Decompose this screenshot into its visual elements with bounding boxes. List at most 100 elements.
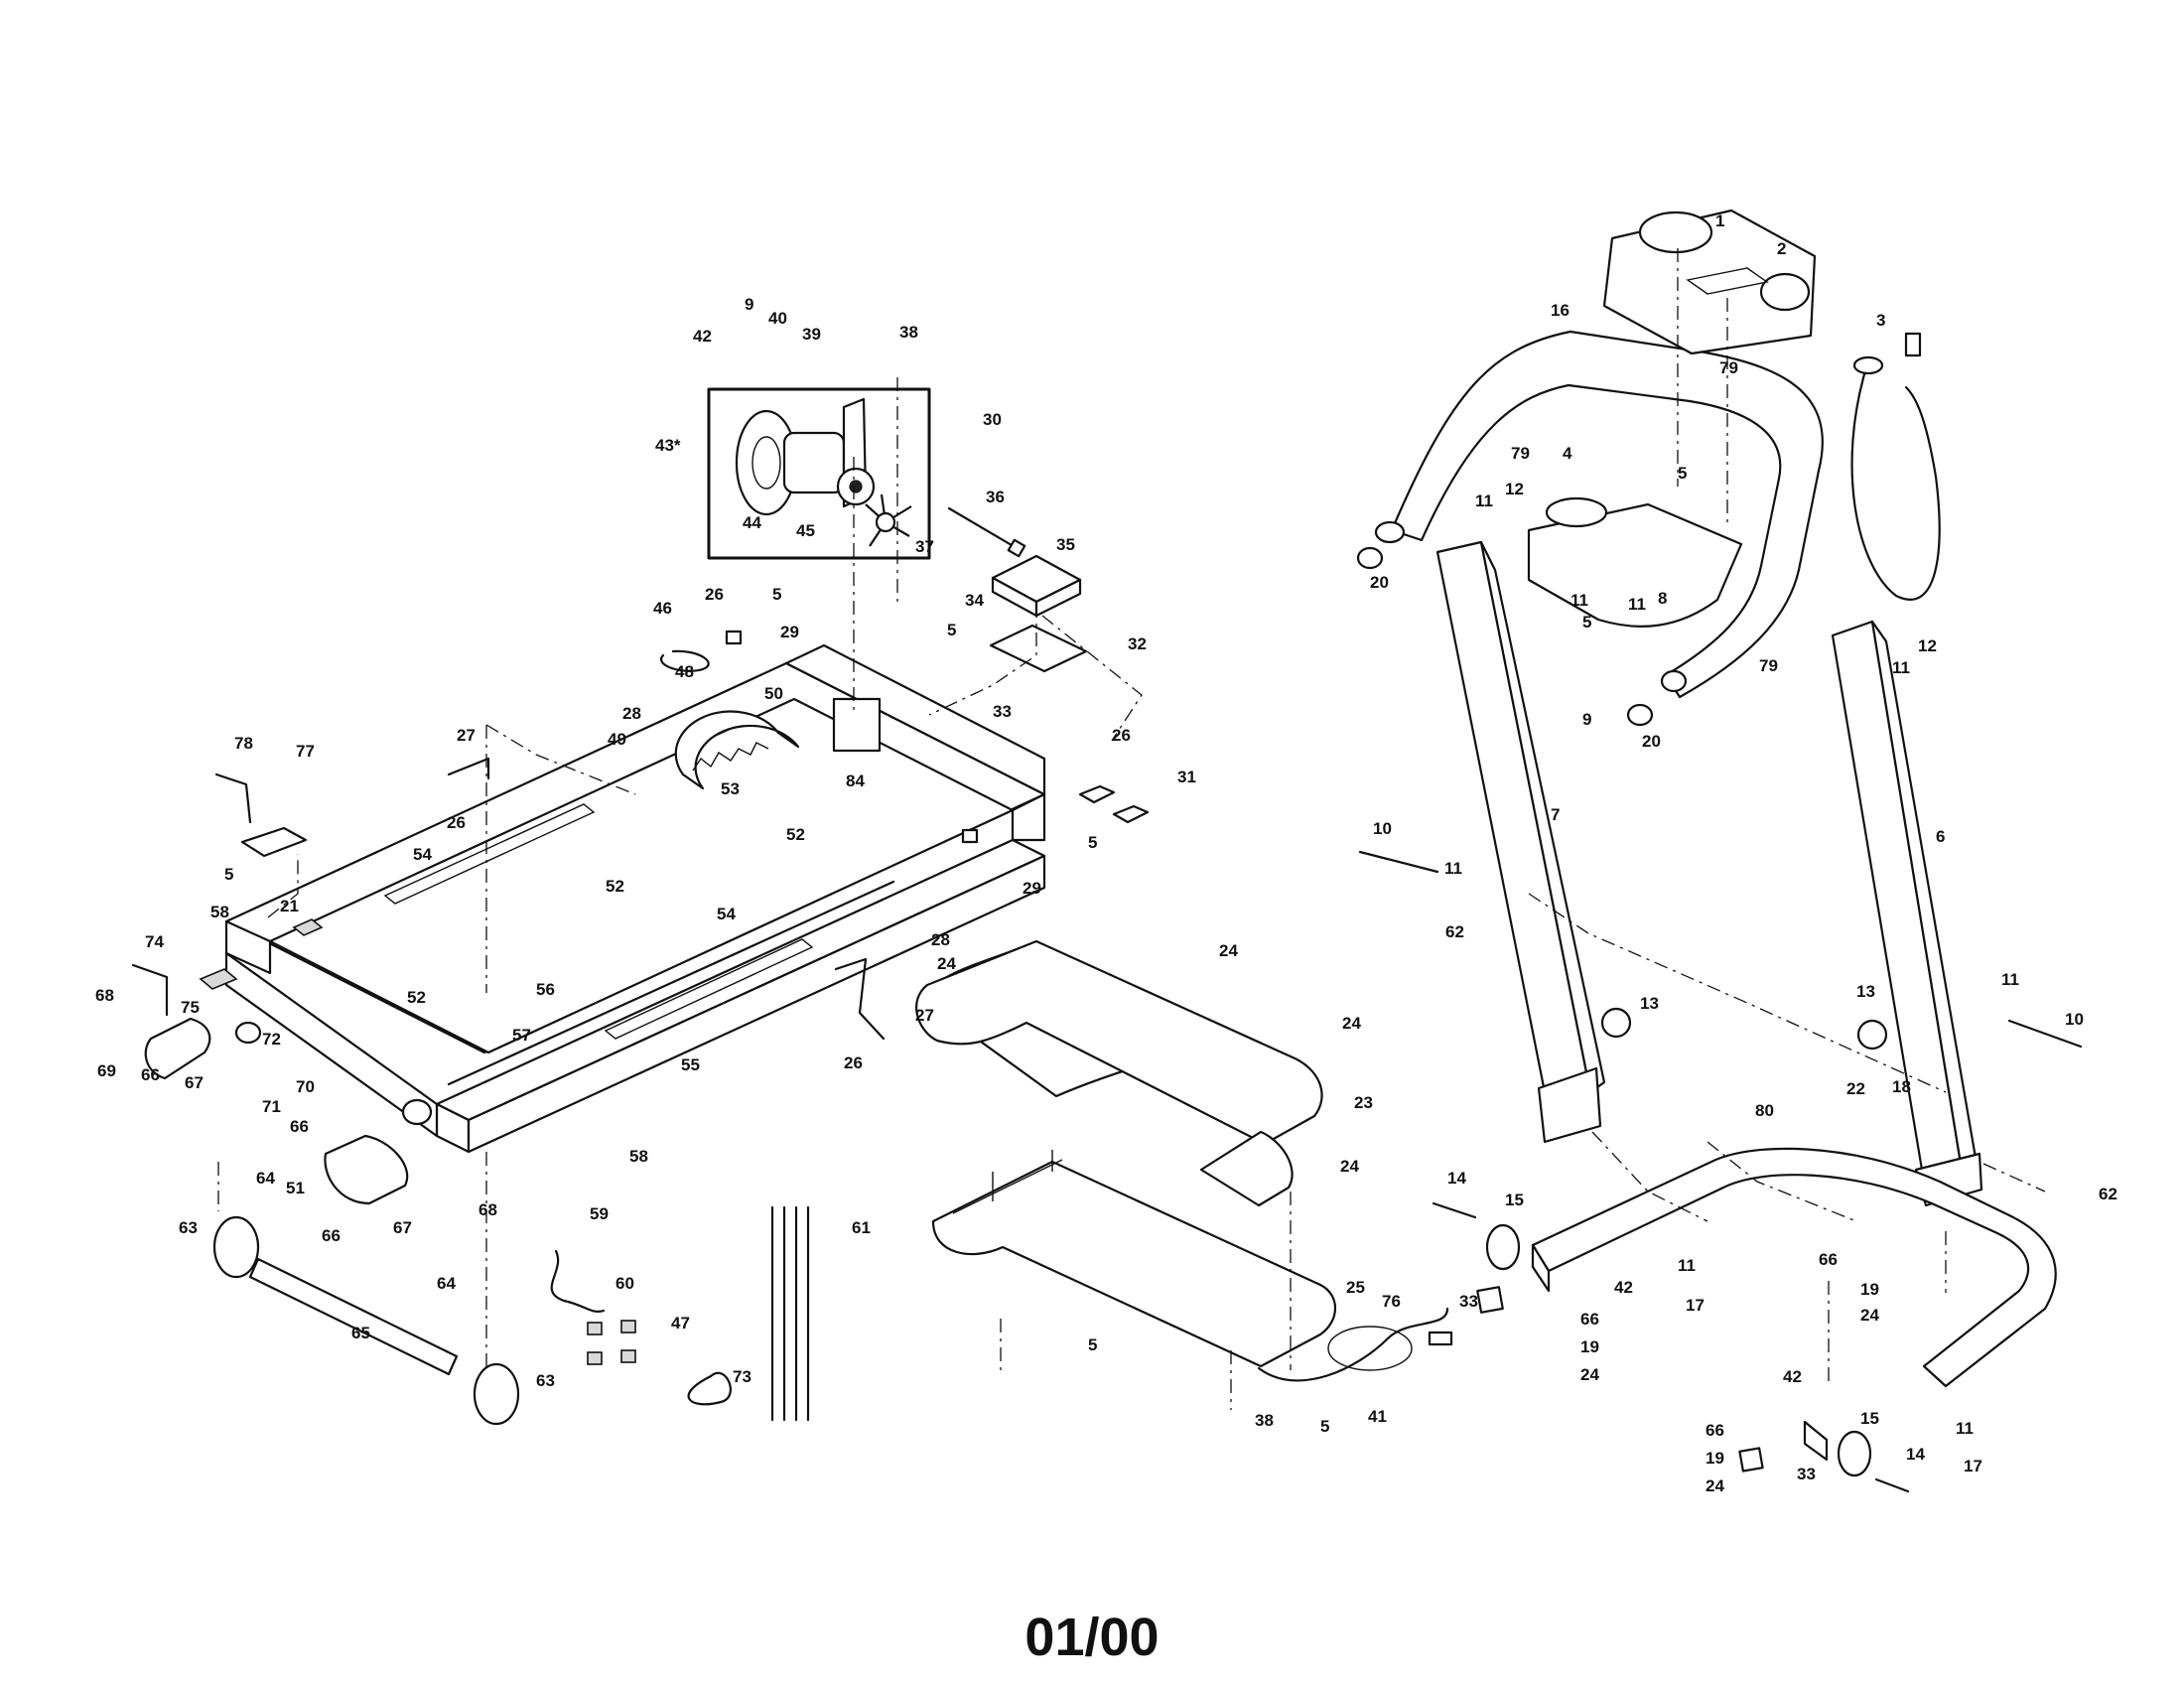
part-callout-45-63: 45 xyxy=(796,521,815,540)
part-callout-5-7: 5 xyxy=(1678,464,1687,483)
part-callout-17-36: 17 xyxy=(1686,1296,1705,1315)
deck-frame xyxy=(224,643,1046,1154)
part-callout-80-31: 80 xyxy=(1755,1101,1774,1120)
part-callout-27-112: 27 xyxy=(915,1006,934,1025)
part-callout-66-39: 66 xyxy=(1580,1310,1599,1329)
part-callout-46-68: 46 xyxy=(653,599,672,618)
part-callout-48-72: 48 xyxy=(675,662,694,681)
part-callout-8-13: 8 xyxy=(1658,589,1667,608)
part-callout-24-117: 24 xyxy=(1340,1157,1359,1176)
part-callout-12-9: 12 xyxy=(1505,480,1524,498)
part-callout-42-45: 42 xyxy=(1783,1367,1802,1386)
part-callout-2-1: 2 xyxy=(1777,239,1786,258)
part-callout-53-80: 53 xyxy=(721,779,740,798)
part-callout-69-103: 69 xyxy=(97,1061,116,1080)
part-callout-38-58: 38 xyxy=(899,323,918,342)
part-callout-19-40: 19 xyxy=(1580,1337,1599,1356)
part-callout-68-120: 68 xyxy=(478,1200,497,1219)
part-callout-24-114: 24 xyxy=(1219,941,1238,960)
part-callout-6-21: 6 xyxy=(1936,827,1945,846)
part-callout-66-47: 66 xyxy=(1706,1421,1724,1440)
part-callout-33-50: 33 xyxy=(1797,1465,1816,1483)
part-callout-72-101: 72 xyxy=(262,1030,281,1049)
part-callout-26-69: 26 xyxy=(705,585,724,604)
part-callout-20-16: 20 xyxy=(1370,573,1389,592)
part-callout-31-79: 31 xyxy=(1177,768,1196,786)
part-callout-3-2: 3 xyxy=(1876,311,1885,330)
part-callout-19-48: 19 xyxy=(1706,1449,1724,1468)
part-callout-11-10: 11 xyxy=(1570,591,1588,610)
part-callout-33-37: 33 xyxy=(1459,1292,1478,1311)
part-callout-63-131: 63 xyxy=(536,1371,555,1390)
part-callout-38-135: 38 xyxy=(1255,1411,1274,1430)
part-callout-54-94: 54 xyxy=(717,905,736,923)
part-callout-50-73: 50 xyxy=(764,684,783,703)
motor-hood xyxy=(915,939,1336,1368)
part-callout-66-42: 66 xyxy=(1819,1250,1838,1269)
part-callout-57-100: 57 xyxy=(512,1026,531,1045)
part-callout-23-116: 23 xyxy=(1354,1093,1373,1112)
part-callout-29-84: 29 xyxy=(1023,879,1041,898)
part-callout-54-89: 54 xyxy=(413,845,432,864)
part-callout-29-71: 29 xyxy=(780,623,799,641)
part-callout-17-53: 17 xyxy=(1964,1457,1982,1475)
part-callout-78-85: 78 xyxy=(234,734,253,753)
part-callout-19-43: 19 xyxy=(1860,1280,1879,1299)
part-callout-14-33: 14 xyxy=(1447,1169,1466,1188)
part-callout-24-44: 24 xyxy=(1860,1306,1879,1325)
part-callout-64-118: 64 xyxy=(256,1169,275,1188)
part-callout-77-86: 77 xyxy=(296,742,315,761)
part-callout-27-87: 27 xyxy=(457,726,476,745)
part-callout-52-82: 52 xyxy=(786,825,805,844)
upright-assembly xyxy=(1374,209,2057,1477)
controller-board xyxy=(989,554,1088,673)
part-callout-70-107: 70 xyxy=(296,1077,315,1096)
part-callout-42-57: 42 xyxy=(693,327,712,346)
part-callout-10-28: 10 xyxy=(2065,1010,2084,1029)
part-callout-79-4: 79 xyxy=(1719,358,1738,377)
part-callout-55-102: 55 xyxy=(681,1055,700,1074)
part-callout-20-17: 20 xyxy=(1642,732,1661,751)
part-callout-84-81: 84 xyxy=(846,772,865,790)
part-callout-79-14: 79 xyxy=(1759,656,1778,675)
part-callout-43-59: 43* xyxy=(655,436,681,455)
part-callout-21-92: 21 xyxy=(280,897,299,915)
part-callout-12-18: 12 xyxy=(1918,636,1937,655)
diagram-footer-code: 01/00 xyxy=(1024,1608,1160,1667)
part-callout-9-15: 9 xyxy=(1582,710,1591,729)
part-callout-24-49: 24 xyxy=(1706,1476,1724,1495)
part-callout-26-113: 26 xyxy=(844,1053,863,1072)
part-callout-56-99: 56 xyxy=(536,980,555,999)
part-callout-52-90: 52 xyxy=(606,877,624,896)
part-callout-73-130: 73 xyxy=(733,1367,751,1386)
part-callout-67-105: 67 xyxy=(185,1073,204,1092)
part-callout-11-19: 11 xyxy=(1892,658,1910,677)
motor-assembly xyxy=(707,387,1026,560)
part-callout-10-22: 10 xyxy=(1373,819,1392,838)
part-callout-62-32: 62 xyxy=(2099,1185,2117,1203)
part-callout-74-95: 74 xyxy=(145,932,164,951)
part-callout-28-110: 28 xyxy=(931,930,950,949)
part-callout-11-11: 11 xyxy=(1628,595,1646,614)
part-callout-26-78: 26 xyxy=(1112,726,1131,745)
part-callout-11-52: 11 xyxy=(1956,1419,1974,1438)
part-callout-5-76: 5 xyxy=(947,621,956,639)
part-callout-30-60: 30 xyxy=(983,410,1002,429)
part-callout-58-109: 58 xyxy=(629,1147,648,1166)
part-callout-66-104: 66 xyxy=(141,1065,160,1084)
part-callout-4-6: 4 xyxy=(1563,444,1572,463)
part-callout-5-136: 5 xyxy=(1320,1417,1329,1436)
part-callout-61-125: 61 xyxy=(852,1218,871,1237)
part-callout-32-67: 32 xyxy=(1128,634,1147,653)
part-callout-66-122: 66 xyxy=(322,1226,341,1245)
part-callout-13-26: 13 xyxy=(1856,982,1875,1001)
part-callout-25-132: 25 xyxy=(1346,1278,1365,1297)
part-callout-66-108: 66 xyxy=(290,1117,309,1136)
part-callout-51-119: 51 xyxy=(286,1179,305,1197)
part-callout-79-5: 79 xyxy=(1511,444,1530,463)
part-callout-71-106: 71 xyxy=(262,1097,281,1116)
part-callout-5-83: 5 xyxy=(1088,833,1097,852)
part-callout-5-70: 5 xyxy=(772,585,781,604)
part-callout-5-12: 5 xyxy=(1582,613,1591,632)
